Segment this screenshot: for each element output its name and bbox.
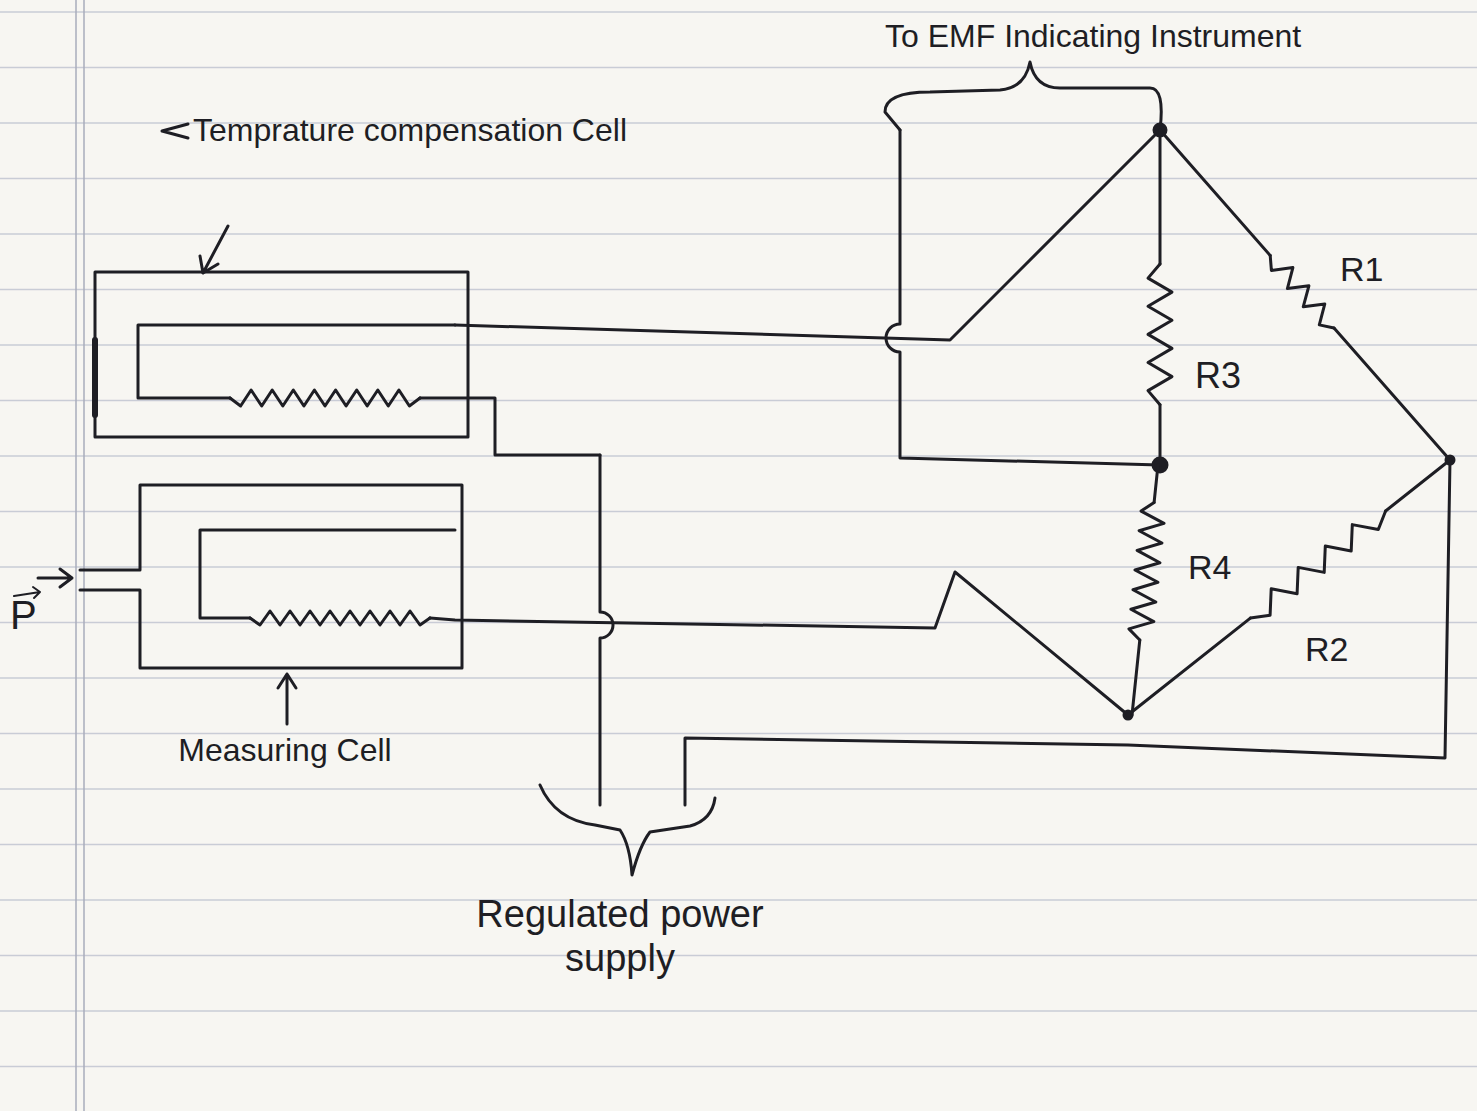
wire <box>685 460 1450 805</box>
margin-line <box>83 0 85 1111</box>
wire <box>1160 130 1270 255</box>
wire <box>1159 405 1162 465</box>
resistor-symbol <box>250 611 430 625</box>
wire <box>600 455 613 805</box>
ruled-line <box>0 955 1477 957</box>
wire <box>1334 328 1450 460</box>
ruled-line <box>0 400 1477 402</box>
ruled-line <box>0 788 1477 790</box>
ruled-line <box>0 233 1477 235</box>
cell-label: Temprature compensation Cell <box>190 112 630 149</box>
leader-arrow <box>278 674 296 724</box>
ruled-line <box>0 844 1477 846</box>
resistor-label: R1 <box>1340 250 1383 289</box>
resistor-symbol <box>1270 255 1334 328</box>
compensation-cell-housing <box>95 272 468 437</box>
resistor-label: R4 <box>1188 548 1231 587</box>
compensation-cell-element <box>138 325 455 398</box>
ruled-line <box>0 1010 1477 1012</box>
compensation-cell-inlet <box>92 340 98 415</box>
wire <box>886 130 1160 465</box>
ruled-line <box>0 566 1477 568</box>
wire <box>1132 640 1140 715</box>
brace <box>540 785 715 875</box>
resistor-label: R3 <box>1195 355 1241 396</box>
ruled-line <box>0 67 1477 69</box>
ruled-line <box>0 455 1477 457</box>
instrument-label: To EMF Indicating Instrument <box>885 18 1315 55</box>
pressure-arrow <box>38 569 72 587</box>
pressure-label: P <box>10 592 37 638</box>
resistor-symbol <box>1129 503 1164 641</box>
ruled-line <box>0 289 1477 291</box>
ruled-line <box>0 677 1477 679</box>
leader-arrow <box>200 226 228 273</box>
ruled-line <box>0 344 1477 346</box>
measuring-cell-element <box>200 530 455 618</box>
ruled-line <box>0 11 1477 13</box>
supply-label: Regulated power supply <box>470 893 770 980</box>
wire <box>1159 130 1162 264</box>
ruled-line <box>0 511 1477 513</box>
measuring-cell-housing <box>80 485 462 668</box>
resistor-label: R2 <box>1305 630 1348 669</box>
brace <box>885 62 1161 130</box>
wire <box>1128 618 1250 715</box>
ruled-line <box>0 178 1477 180</box>
wire <box>430 572 1128 715</box>
resistor-symbol <box>230 390 420 406</box>
wire <box>1154 465 1158 503</box>
cell-label: Measuring Cell <box>160 732 410 769</box>
resistor-symbol <box>1250 511 1385 618</box>
leader-arrow <box>162 124 188 138</box>
margin-line <box>75 0 77 1111</box>
ruled-line <box>0 622 1477 624</box>
resistor-symbol <box>1148 264 1172 405</box>
circuit-wires <box>14 62 1454 875</box>
wire <box>455 130 1160 340</box>
ruled-line <box>0 1066 1477 1068</box>
wire <box>1386 460 1450 511</box>
wire <box>420 398 600 455</box>
